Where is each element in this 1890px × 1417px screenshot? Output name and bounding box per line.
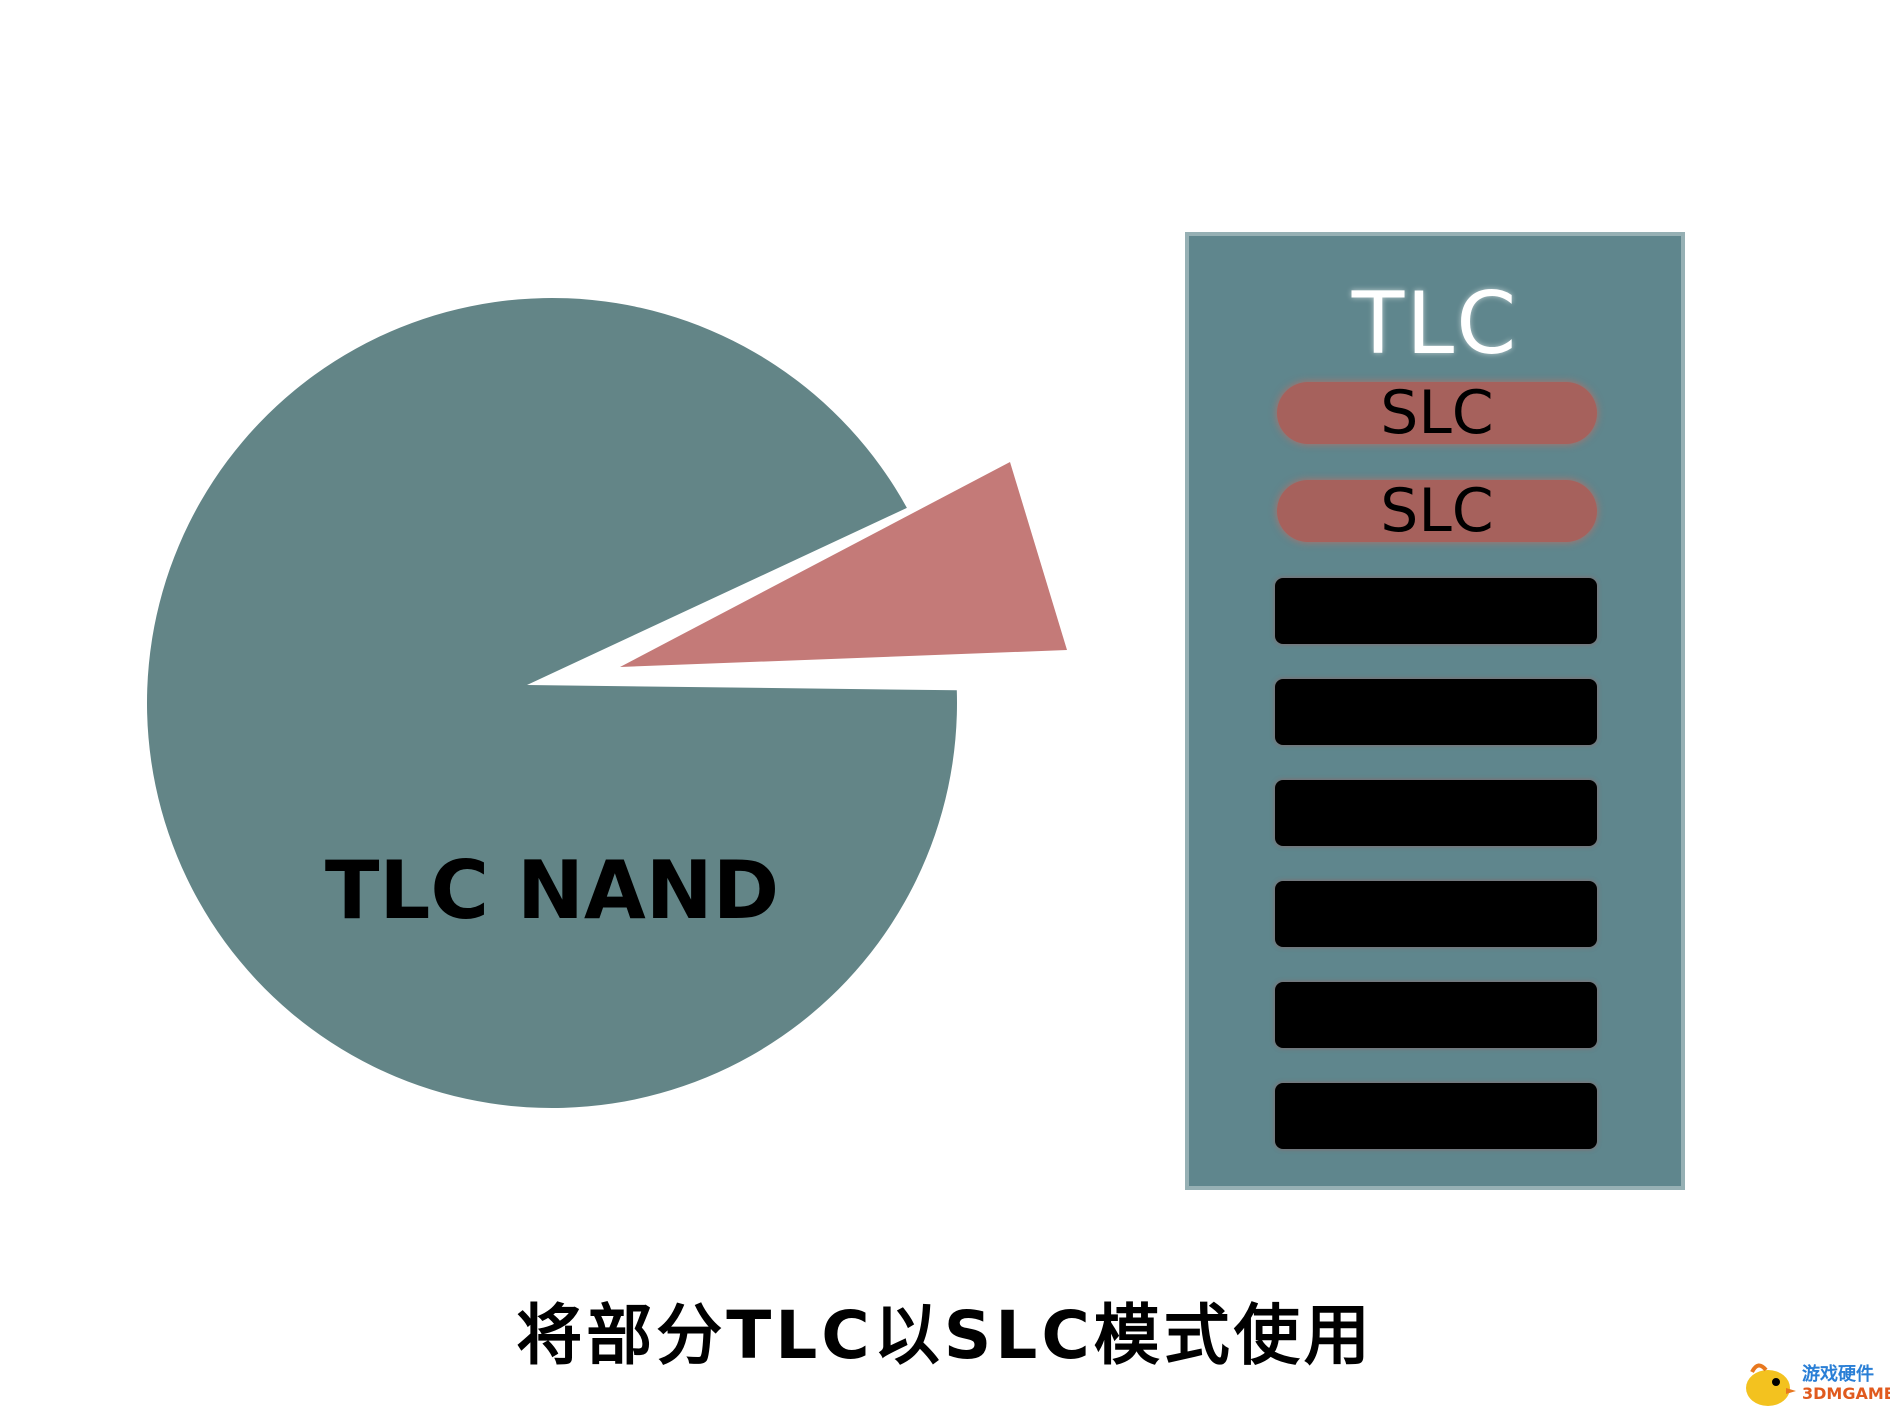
black-bar (1275, 679, 1597, 745)
watermark-logo: 游戏硬件 3DMGAME (1738, 1358, 1890, 1410)
black-bar (1275, 1083, 1597, 1149)
tlc-nand-pie (147, 298, 957, 1109)
slc-exploded-slice (620, 462, 1067, 667)
black-bar (1275, 982, 1597, 1048)
panel-title: TLC (1351, 274, 1519, 374)
black-bar (1275, 578, 1597, 644)
black-bar (1275, 881, 1597, 947)
watermark-line1: 游戏硬件 (1802, 1364, 1874, 1385)
caption: 将部分TLC以SLC模式使用 (516, 1297, 1374, 1374)
pie-label-tlc-nand: TLC NAND (325, 844, 779, 937)
tlc-block-panel: TLC SLC SLC (1185, 232, 1685, 1190)
slc-pill-2: SLC (1277, 476, 1597, 546)
chick-logo-icon (1746, 1363, 1796, 1406)
slc-pill-1: SLC (1277, 378, 1597, 448)
watermark-line2: 3DMGAME (1802, 1384, 1890, 1403)
black-bar (1275, 780, 1597, 846)
